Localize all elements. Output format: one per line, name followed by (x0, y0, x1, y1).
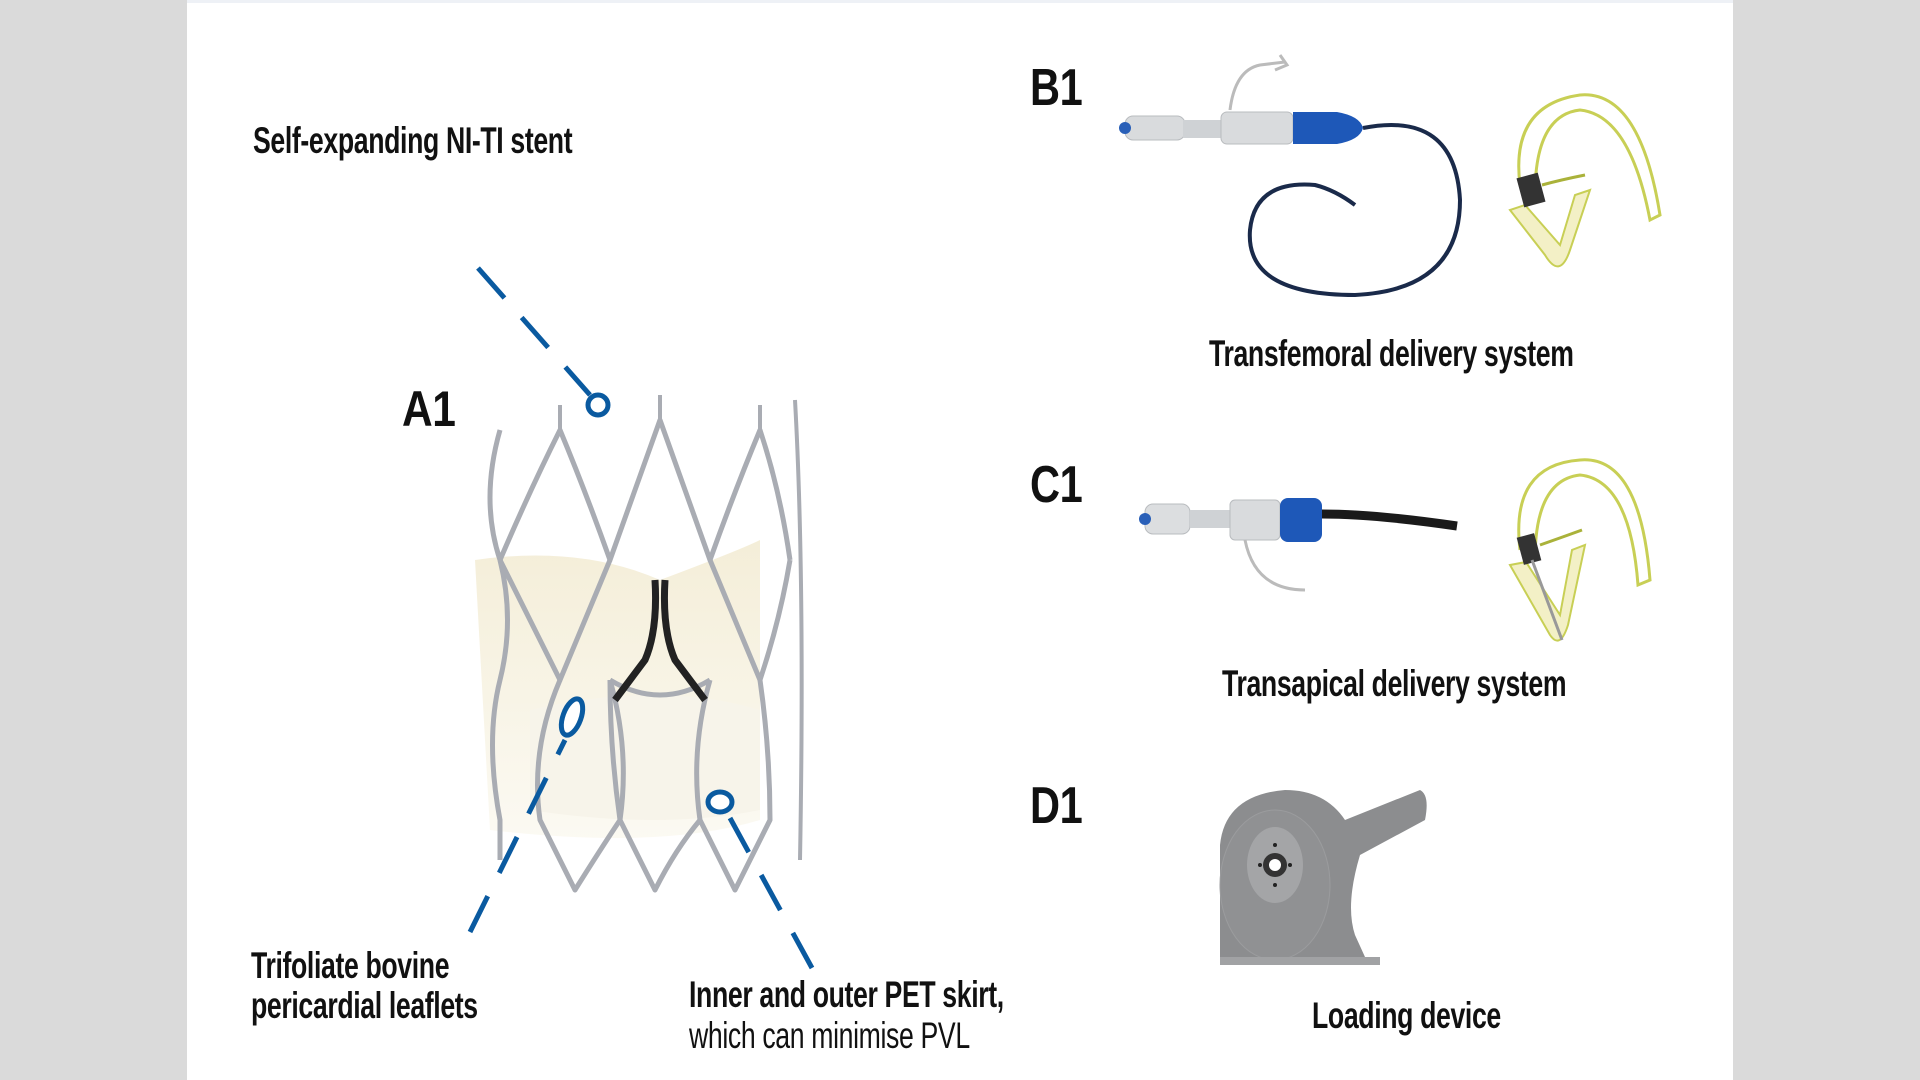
loading-device-caption: Loading device (1312, 995, 1501, 1036)
skirt-callout-dot (705, 789, 735, 815)
leaflets-callout-dot (558, 696, 586, 738)
stent-callout-dot (585, 392, 611, 418)
skirt-callout-line (727, 816, 815, 970)
panel-label-c1: C1 (1030, 456, 1083, 514)
figure-panel (187, 0, 1733, 1080)
panel-label-b1: B1 (1030, 59, 1083, 117)
panel-label-d1: D1 (1030, 777, 1083, 835)
transapical-heart-diagram-icon (1508, 458, 1652, 642)
transfemoral-caption: Transfemoral delivery system (1209, 333, 1574, 374)
stent-title: Self-expanding NI-TI stent (253, 120, 573, 161)
transapical-caption: Transapical delivery system (1222, 663, 1567, 704)
panel-label-a1: A1 (402, 381, 456, 437)
transfemoral-delivery-catheter-icon (1119, 54, 1463, 298)
stent-callout-line (476, 266, 592, 397)
leaflets-callout-line (467, 738, 568, 934)
leaflets-callout-line1: Trifoliate bovine (251, 945, 450, 986)
leaflets-callout-line2: pericardial leaflets (251, 985, 478, 1026)
loading-device-icon (1219, 790, 1427, 965)
skirt-callout-line1: Inner and outer PET skirt, (689, 974, 1004, 1015)
stent-valve-illustration (475, 395, 804, 893)
transfemoral-heart-diagram-icon (1508, 93, 1662, 268)
skirt-callout-line2: which can minimise PVL (689, 1015, 970, 1056)
commissure-post (612, 579, 708, 703)
transapical-delivery-catheter-icon (1139, 498, 1458, 592)
